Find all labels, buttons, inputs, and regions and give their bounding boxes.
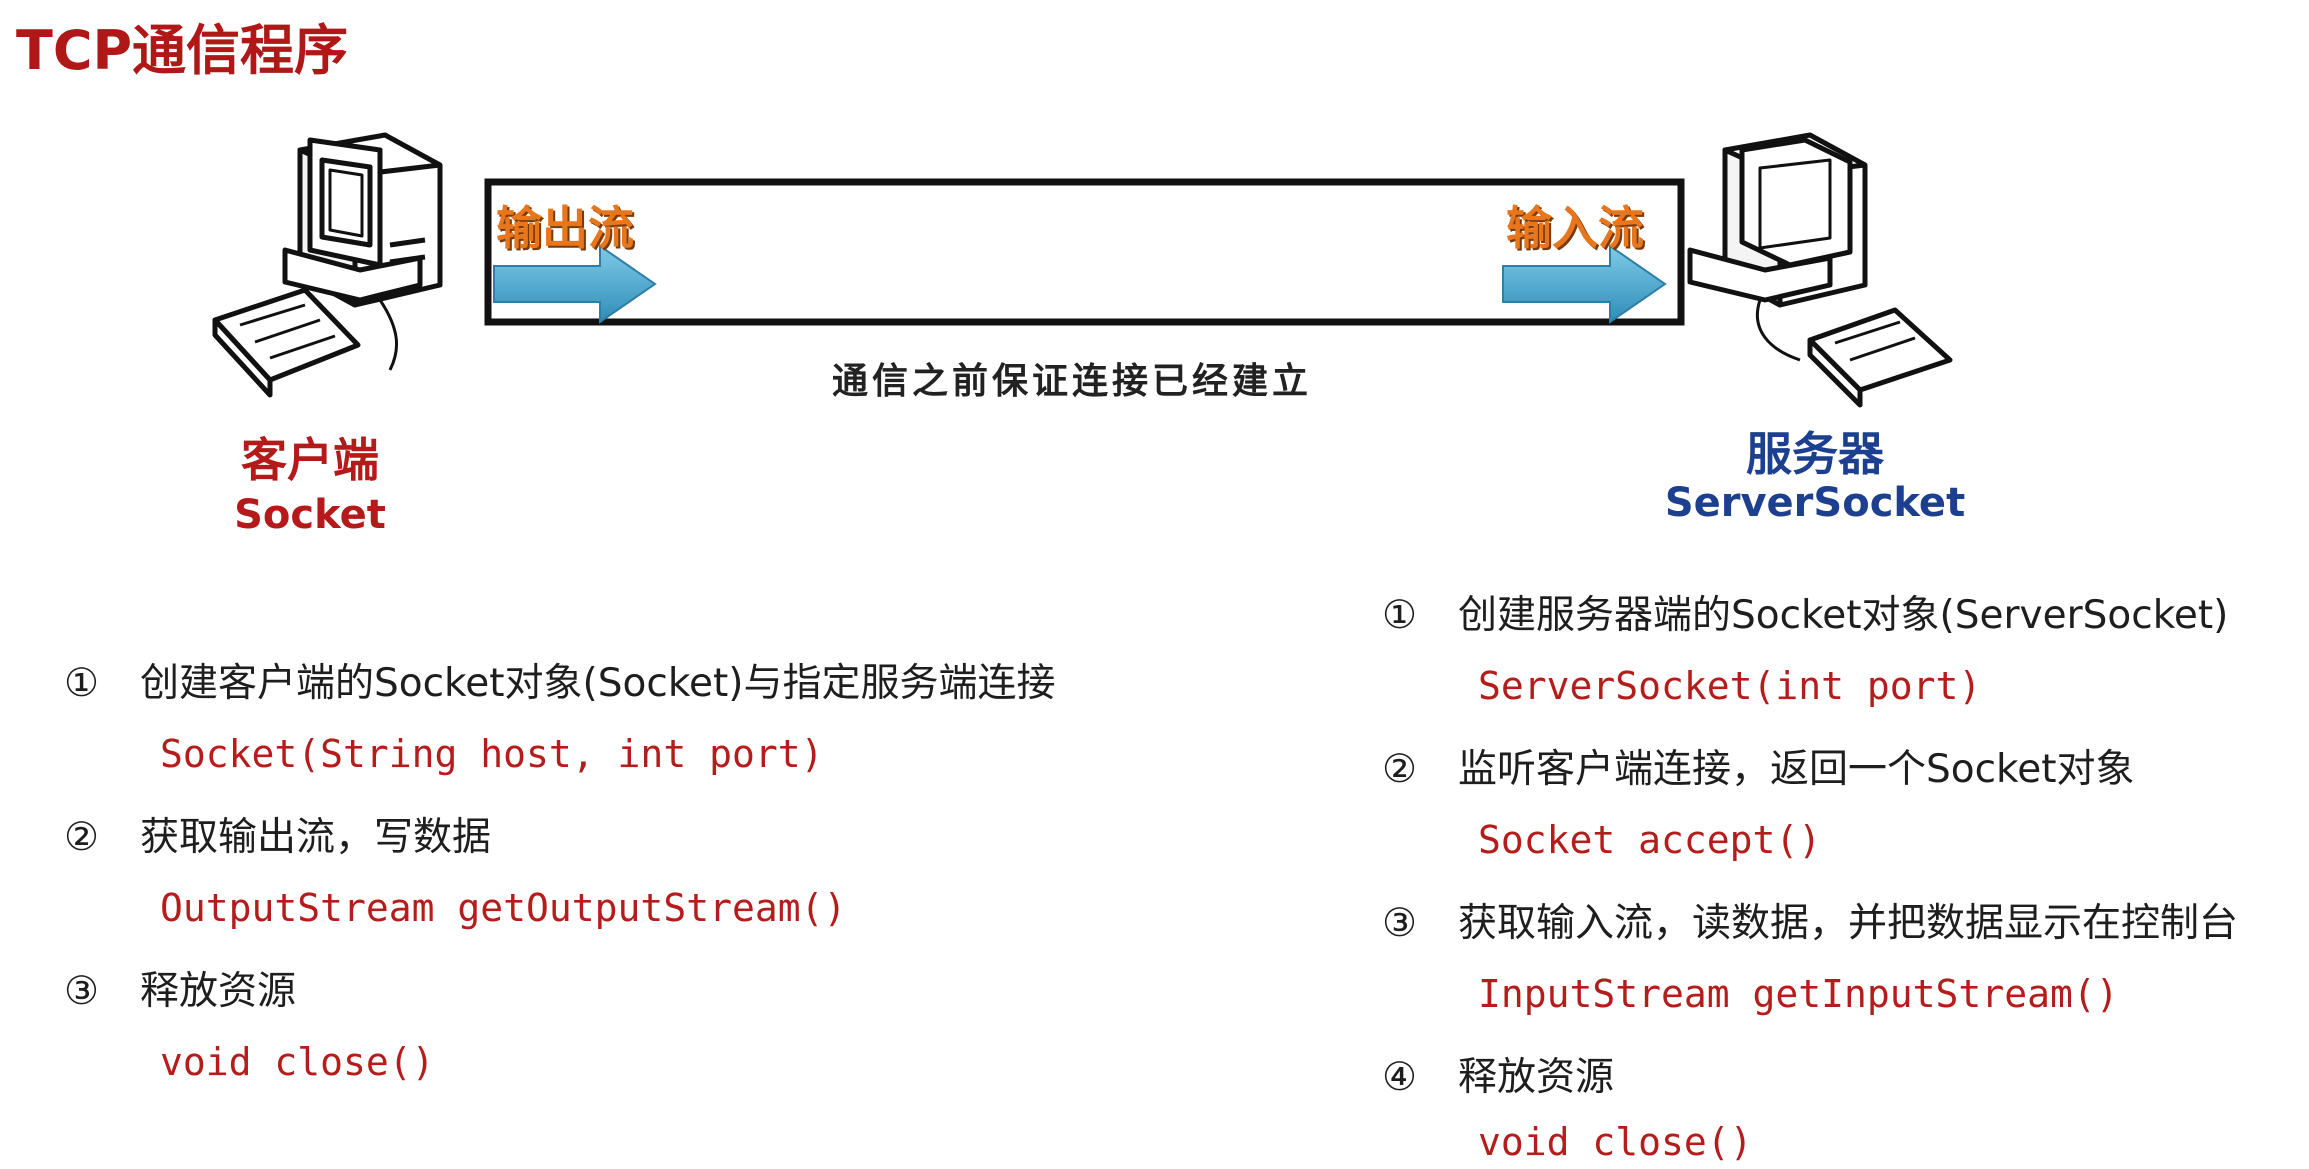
step-text: 监听客户端连接，返回一个Socket对象 [1458, 747, 2135, 792]
input-stream-label: 输入流 [1506, 201, 1644, 255]
client-step-2: ② 获取输出流，写数据 [64, 806, 491, 862]
server-step-2-code: Socket accept() [1478, 818, 1822, 862]
server-computer-icon [1687, 132, 1953, 408]
page-title: TCP通信程序 [16, 19, 349, 82]
client-step-1-code: Socket(String host, int port) [160, 732, 824, 776]
server-step-1-code: ServerSocket(int port) [1478, 664, 1982, 708]
step-number: ④ [1382, 1055, 1417, 1100]
server-step-3-code: InputStream getInputStream() [1478, 972, 2119, 1016]
client-class: Socket [234, 492, 386, 538]
step-number: ② [1382, 747, 1417, 792]
client-step-1: ① 创建客户端的Socket对象(Socket)与指定服务端连接 [64, 652, 1056, 708]
step-number: ③ [64, 969, 99, 1014]
client-step-3: ③ 释放资源 [64, 960, 296, 1016]
step-number: ① [64, 661, 99, 706]
client-computer-icon [212, 132, 443, 398]
step-text: 获取输入流，读数据，并把数据显示在控制台 [1458, 901, 2239, 946]
client-step-3-code: void close() [160, 1040, 435, 1084]
server-step-3: ③ 获取输入流，读数据，并把数据显示在控制台 [1382, 892, 2238, 948]
server-step-4-code: void close() [1478, 1120, 1753, 1164]
server-class: ServerSocket [1664, 480, 1966, 526]
input-stream-arrow [1502, 244, 1667, 324]
step-text: 创建服务器端的Socket对象(ServerSocket) [1458, 593, 2229, 638]
output-stream-label: 输出流 [496, 201, 634, 255]
connection-note: 通信之前保证连接已经建立 [832, 361, 1313, 402]
connection-pipe [484, 178, 1685, 326]
server-step-1: ① 创建服务器端的Socket对象(ServerSocket) [1382, 584, 2228, 640]
step-text: 获取输出流，写数据 [140, 815, 492, 860]
server-step-2: ② 监听客户端连接，返回一个Socket对象 [1382, 738, 2135, 794]
step-number: ② [64, 815, 99, 860]
server-step-4: ④ 释放资源 [1382, 1046, 1614, 1102]
client-name: 客户端 [241, 433, 379, 487]
server-name: 服务器 [1746, 427, 1884, 481]
step-text: 释放资源 [140, 969, 297, 1014]
step-number: ③ [1382, 901, 1417, 946]
step-text: 创建客户端的Socket对象(Socket)与指定服务端连接 [140, 661, 1056, 706]
step-number: ① [1382, 593, 1417, 638]
output-stream-arrow [493, 244, 657, 324]
client-step-2-code: OutputStream getOutputStream() [160, 886, 847, 930]
step-text: 释放资源 [1458, 1055, 1615, 1100]
